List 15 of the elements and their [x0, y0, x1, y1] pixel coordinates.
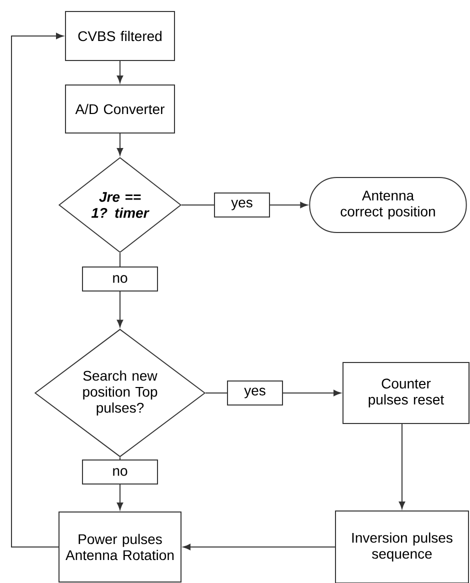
arrow: [116, 60, 124, 84]
process-box: Counter pulses reset: [342, 362, 470, 424]
arrow: [398, 424, 406, 509]
process-box: CVBS filtered: [65, 11, 175, 61]
edge-label: yes: [214, 192, 270, 218]
process-box: Power pulses Antenna Rotation: [58, 512, 182, 582]
terminal-box: Antenna correct position: [309, 177, 467, 233]
arrow: [183, 544, 336, 550]
edge-label: no: [82, 460, 158, 484]
process-box: A/D Converter: [65, 84, 175, 134]
arrow: [116, 133, 124, 156]
arrow: [11, 32, 64, 548]
edge-label: no: [82, 266, 158, 292]
process-box: Inversion pulses sequence: [335, 510, 469, 583]
edge-label: yes: [227, 380, 283, 406]
